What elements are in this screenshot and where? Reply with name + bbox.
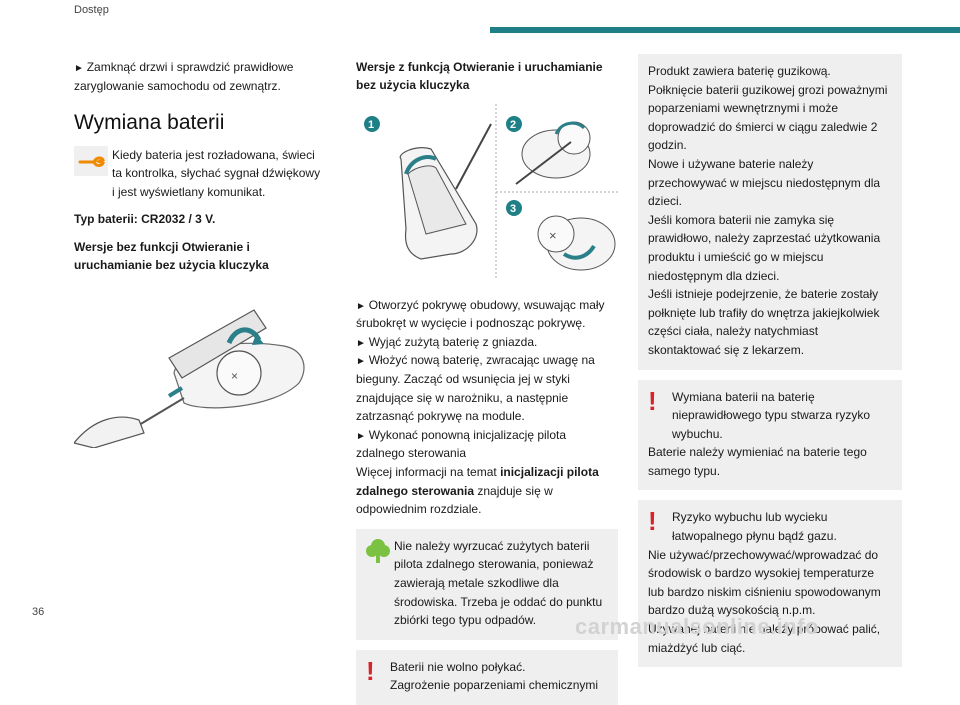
warning-icon: ! bbox=[366, 655, 375, 686]
button-battery-warning-box: Produkt zawiera baterię guzikową. Połkni… bbox=[638, 54, 902, 370]
watermark: carmanualsonline.info bbox=[575, 614, 819, 639]
button-battery-warning-text: Produkt zawiera baterię guzikową. Połkni… bbox=[648, 64, 888, 357]
step-1-label: 1 bbox=[368, 119, 374, 131]
more-info-paragraph: Więcej informacji na temat inicjalizacji… bbox=[356, 463, 618, 519]
warning-light-note: Kiedy bateria jest rozładowana, świeci t… bbox=[74, 145, 324, 202]
warning-light-text: Kiedy bateria jest rozładowana, świeci t… bbox=[112, 147, 321, 199]
step-1-marker: 1 bbox=[364, 116, 380, 132]
list-item: Wyjąć zużytą baterię z gniazda. bbox=[356, 333, 618, 352]
keyless-battery-illustration: 1 2 3 × bbox=[356, 104, 618, 290]
warning-icon: ! bbox=[648, 506, 657, 537]
list-item: Włożyć nową baterię, zwracając uwagę na … bbox=[356, 351, 618, 425]
page-title: Wymiana baterii bbox=[74, 111, 225, 135]
svg-text:×: × bbox=[549, 228, 557, 243]
column-3: Produkt zawiera baterię guzikową. Połkni… bbox=[638, 54, 902, 668]
swallow-warning-box: ! Baterii nie wolno połykać. Zagrożenie … bbox=[356, 649, 618, 705]
step-2-label: 2 bbox=[510, 119, 516, 131]
intro-step: Zamknąć drzwi i sprawdzić prawidłowe zar… bbox=[74, 58, 324, 95]
tree-icon bbox=[366, 537, 394, 630]
column-1: Zamknąć drzwi i sprawdzić prawidłowe zar… bbox=[72, 58, 324, 454]
explosion-warning-box: ! Ryzyko wybuchu lub wycieku łatwopalneg… bbox=[638, 500, 902, 668]
more-info-suffix: znajduje się w odpowiednim rozdziale. bbox=[356, 483, 553, 517]
explosion-warning-head: Ryzyko wybuchu lub wycieku łatwopalnego … bbox=[672, 510, 837, 544]
eco-note-box: Nie należy wyrzucać zużytych baterii pil… bbox=[356, 528, 618, 640]
step-3-marker: 3 bbox=[506, 200, 522, 216]
wrong-type-warning-head: Wymiana baterii na baterię nieprawidłowe… bbox=[672, 389, 871, 441]
battery-type: Typ baterii: CR2032 / 3 V. bbox=[74, 211, 216, 226]
column-2: Wersje z funkcją Otwieranie i uruchamian… bbox=[356, 58, 618, 705]
section-heading: Wersje bez funkcji Otwieranie i uruchami… bbox=[74, 240, 269, 273]
header-accent-bar bbox=[490, 27, 960, 33]
step-3-label: 3 bbox=[510, 203, 516, 215]
svg-text:×: × bbox=[231, 369, 238, 383]
steps-list: Otworzyć pokrywę obudowy, wsuwając mały … bbox=[356, 296, 618, 463]
section-title: Dostęp bbox=[74, 4, 109, 16]
more-info-prefix: Więcej informacji na temat bbox=[356, 464, 497, 479]
warning-icon: ! bbox=[648, 385, 657, 416]
more-info-link-text: inicjalizacji pilota zdalnego sterowania bbox=[356, 464, 599, 498]
list-item: Otworzyć pokrywę obudowy, wsuwając mały … bbox=[356, 296, 618, 333]
eco-note-text: Nie należy wyrzucać zużytych baterii pil… bbox=[394, 538, 603, 628]
page-number: 36 bbox=[32, 606, 45, 618]
swallow-warning-text: Baterii nie wolno połykać. Zagrożenie po… bbox=[390, 659, 599, 693]
wrench-icon bbox=[74, 145, 108, 176]
list-item: Wykonać ponowną inicjalizację pilota zda… bbox=[356, 426, 618, 463]
wrong-type-warning-tail: Baterie należy wymieniać na baterie tego… bbox=[648, 445, 867, 478]
key-battery-illustration: × bbox=[72, 288, 324, 454]
section-heading-keyless: Wersje z funkcją Otwieranie i uruchamian… bbox=[356, 60, 603, 92]
wrong-type-warning-box: ! Wymiana baterii na baterię nieprawidło… bbox=[638, 379, 902, 491]
step-2-marker: 2 bbox=[506, 116, 522, 132]
